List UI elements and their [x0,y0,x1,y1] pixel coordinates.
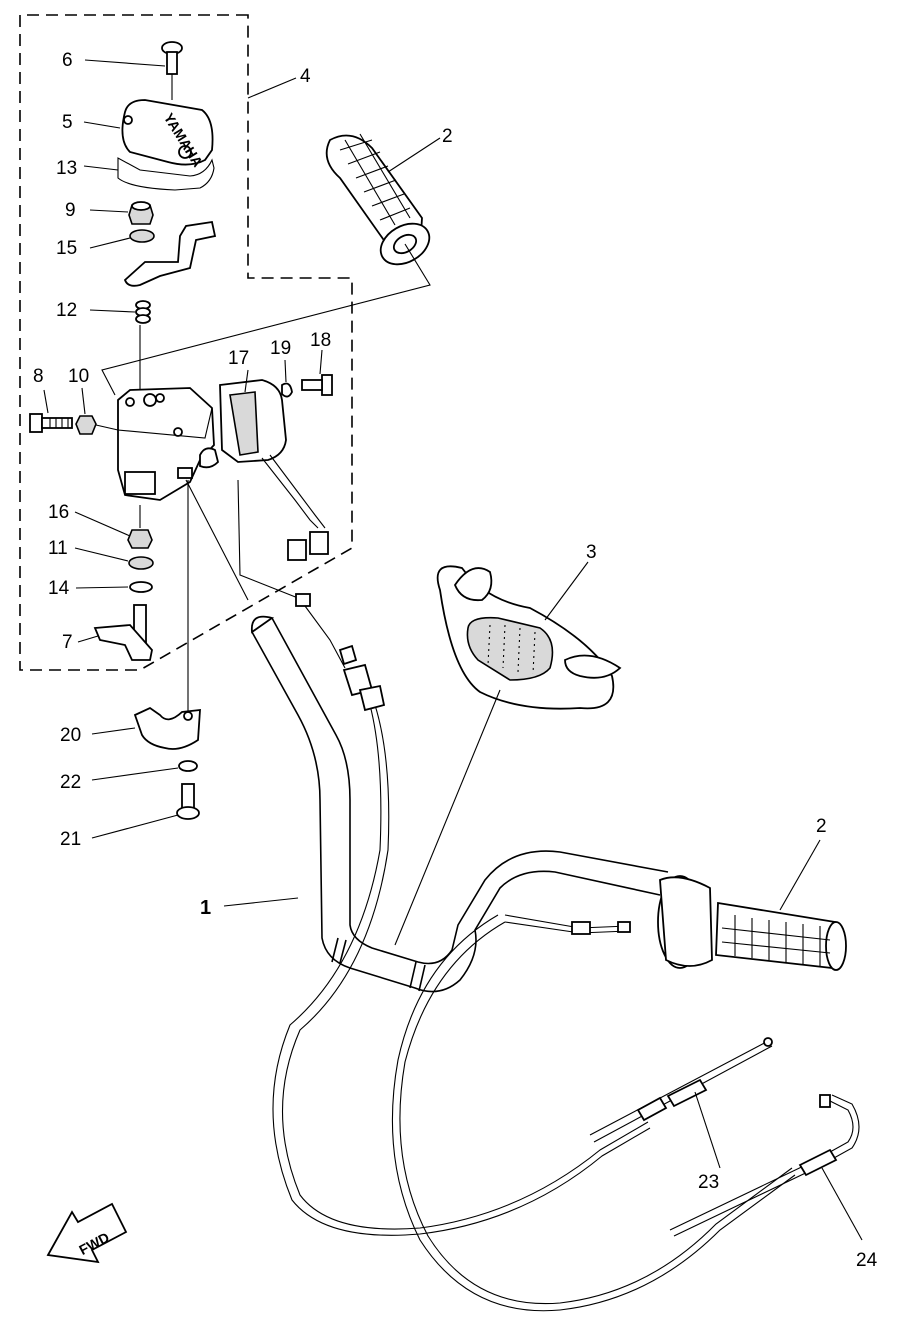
gasket-13 [117,157,215,191]
leader-line [185,479,249,601]
clip-19 [281,382,293,398]
washer-11 [128,556,154,570]
clamp-20 [133,706,201,750]
choke-cable [295,593,386,712]
callout-12: 12 [56,300,77,321]
callout-1: 1 [200,897,211,919]
switch-housing [117,387,219,501]
callout-14: 14 [48,578,70,599]
callout-17: 17 [228,348,249,369]
leader-line [237,479,299,599]
callout-16: 16 [48,502,69,523]
nut-9 [128,201,154,225]
callout-21: 21 [60,829,81,850]
lever-6 [93,604,153,661]
callout-3: 3 [586,542,597,563]
washer-22 [178,760,198,772]
callout-20: 20 [60,725,81,746]
screw-18 [301,374,333,396]
callout-13: 13 [56,158,77,179]
callout-4: 4 [300,66,311,87]
throttle-cable-loop [272,704,796,1312]
nut-16 [127,505,153,549]
callout-24: 24 [856,1250,878,1271]
right-grip [504,875,847,971]
callout-18: 18 [310,330,331,351]
switch-17 [219,379,329,561]
callout-10: 10 [68,366,89,387]
callout-11: 11 [48,538,68,559]
washer-14 [129,581,153,593]
callout-2-lower: 2 [816,816,827,837]
screw-7 [161,41,183,100]
callout-6: 7 [62,632,73,653]
leader-line [394,689,501,946]
callout-19: 19 [270,338,291,359]
callout-15: 15 [56,238,77,259]
hand-guard [436,565,622,710]
bracket [123,220,217,287]
leader-line [95,424,119,431]
switch-cover-5: YAMAHA [121,99,214,170]
nut-10 [75,415,97,435]
callout-22: 22 [60,772,81,793]
callout-leaders [43,59,863,1241]
washer-15 [129,229,155,243]
fwd-arrow-icon: FWD [46,1202,128,1264]
left-grip [325,133,431,266]
bolt-8 [29,413,73,433]
callout-5: 5 [62,112,73,133]
callout-9: 9 [65,200,76,221]
leader-line [101,243,431,396]
callout-7: 6 [62,50,73,71]
bolt-21 [176,783,200,820]
callout-23: 23 [698,1172,719,1193]
assembly-boundary [19,14,353,671]
callout-2-upper: 2 [442,126,453,147]
callout-8: 8 [33,366,44,387]
throttle-cable-24 [669,1094,860,1237]
handlebar [250,615,669,993]
throttle-cable-23 [589,1037,773,1143]
